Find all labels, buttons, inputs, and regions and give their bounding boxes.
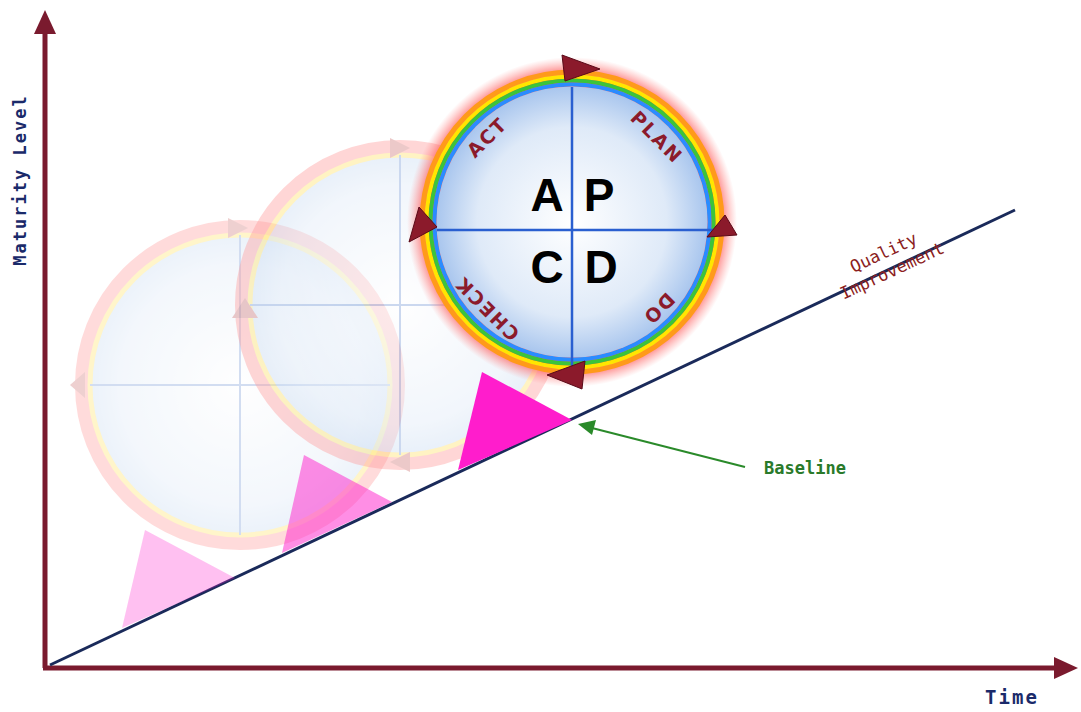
pdca-wheel: ACTPLANAPCDCHECKDO bbox=[407, 57, 737, 387]
wheel-shape bbox=[407, 57, 737, 387]
leader-line bbox=[592, 428, 745, 467]
axis-arrowhead bbox=[34, 10, 56, 34]
axis-title: Maturity Level bbox=[10, 94, 30, 265]
wedge bbox=[282, 455, 392, 553]
wedge bbox=[458, 372, 572, 470]
phase-letter: D bbox=[584, 240, 617, 294]
y-axis bbox=[43, 30, 48, 668]
wedge bbox=[122, 530, 235, 628]
axis-arrowhead bbox=[1054, 657, 1078, 679]
phase-letter: A bbox=[530, 168, 563, 222]
leader-arrowhead bbox=[578, 420, 596, 435]
phase-letter: P bbox=[584, 168, 615, 222]
x-axis bbox=[43, 666, 1055, 671]
axis-title: Time bbox=[985, 686, 1039, 708]
baseline-line bbox=[50, 210, 1015, 665]
line-label: Quality Improvement bbox=[825, 219, 950, 305]
phase-letter: C bbox=[530, 240, 563, 294]
callout-label: Baseline bbox=[764, 458, 846, 478]
